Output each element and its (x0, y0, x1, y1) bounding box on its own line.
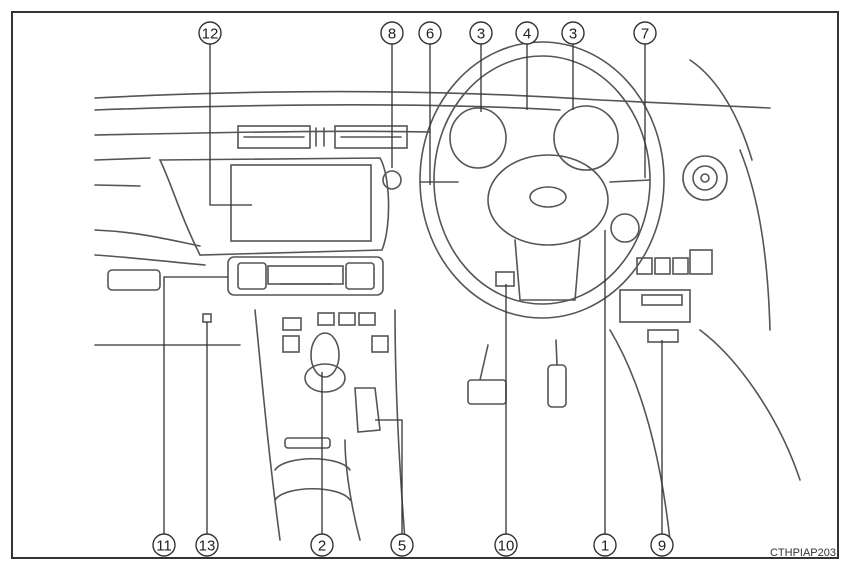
callout-label: 9 (658, 538, 666, 555)
callout-8: 8 (381, 22, 403, 44)
callout-label: 4 (523, 26, 531, 43)
callout-10: 10 (495, 534, 517, 556)
callout-2: 2 (311, 534, 333, 556)
callout-label: 5 (398, 538, 406, 555)
callout-5: 5 (391, 534, 413, 556)
callout-11: 11 (153, 534, 175, 556)
callout-12: 12 (199, 22, 221, 44)
figure-border (12, 12, 838, 558)
callout-1: 1 (594, 534, 616, 556)
callout-label: 2 (318, 538, 326, 555)
callout-3-left: 3 (470, 22, 492, 44)
callout-label: 10 (498, 538, 515, 555)
callout-label: 6 (426, 26, 434, 43)
callout-7: 7 (634, 22, 656, 44)
callout-6: 6 (419, 22, 441, 44)
callout-label: 11 (156, 538, 172, 555)
callout-label: 3 (477, 26, 485, 43)
callout-label: 1 (601, 538, 609, 555)
callout-label: 13 (199, 538, 216, 555)
callout-13: 13 (196, 534, 218, 556)
callout-label: 12 (202, 26, 219, 43)
figure-code: CTHPIAP203 (770, 547, 836, 559)
callout-3-right: 3 (562, 22, 584, 44)
callout-9: 9 (651, 534, 673, 556)
dashboard-lines (95, 42, 800, 540)
callout-4: 4 (516, 22, 538, 44)
callout-label: 8 (388, 26, 396, 43)
callout-label: 3 (569, 26, 577, 43)
callout-label: 7 (641, 26, 649, 43)
